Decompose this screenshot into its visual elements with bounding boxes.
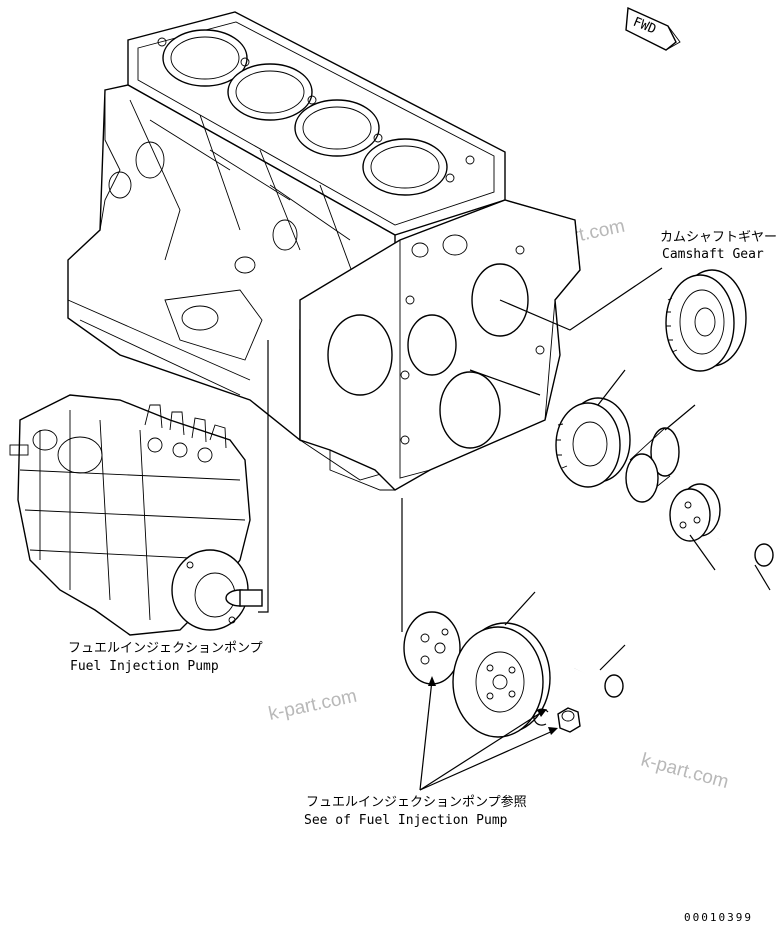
camshaft-label-en: Camshaft Gear bbox=[662, 247, 764, 262]
see-label-jp: フュエルインジェクションポンプ参照 bbox=[306, 794, 527, 810]
drawing-number: 00010399 bbox=[684, 911, 753, 924]
leader-lines bbox=[258, 267, 771, 791]
idler-shaft bbox=[669, 483, 721, 542]
pump-gear-bolt bbox=[574, 665, 624, 698]
cylinder-bore-1 bbox=[162, 29, 248, 87]
fwd-arrow-icon: FWD bbox=[625, 6, 681, 51]
cylinder-bore-3 bbox=[294, 99, 380, 157]
pump-flange bbox=[403, 611, 461, 685]
pump-nut bbox=[557, 707, 581, 733]
fip-label-jp: フュエルインジェクションポンプ bbox=[68, 641, 263, 656]
camshaft-label-jp: カムシャフトギヤー bbox=[660, 230, 777, 245]
pump-drive-gear bbox=[452, 622, 551, 738]
watermark-3: k-part.com bbox=[267, 686, 359, 725]
fip-label-en: Fuel Injection Pump bbox=[70, 659, 219, 674]
see-fuel-injection-pump-label: フュエルインジェクションポンプ参照 See of Fuel Injection … bbox=[304, 794, 527, 828]
cylinder-bore-2 bbox=[227, 63, 313, 121]
camshaft-gear bbox=[665, 269, 747, 372]
idler-bolt bbox=[717, 535, 774, 567]
idler-gear bbox=[555, 397, 631, 488]
bushing bbox=[625, 427, 680, 503]
cylinder-bore-4 bbox=[362, 138, 448, 196]
cylinder-block bbox=[67, 11, 581, 491]
watermark-4: k-part.com bbox=[639, 750, 731, 794]
fuel-injection-pump bbox=[9, 394, 263, 636]
see-label-en: See of Fuel Injection Pump bbox=[304, 813, 508, 828]
camshaft-gear-label: カムシャフトギヤー Camshaft Gear bbox=[660, 230, 777, 262]
fuel-injection-pump-label: フュエルインジェクションポンプ Fuel Injection Pump bbox=[68, 641, 263, 674]
